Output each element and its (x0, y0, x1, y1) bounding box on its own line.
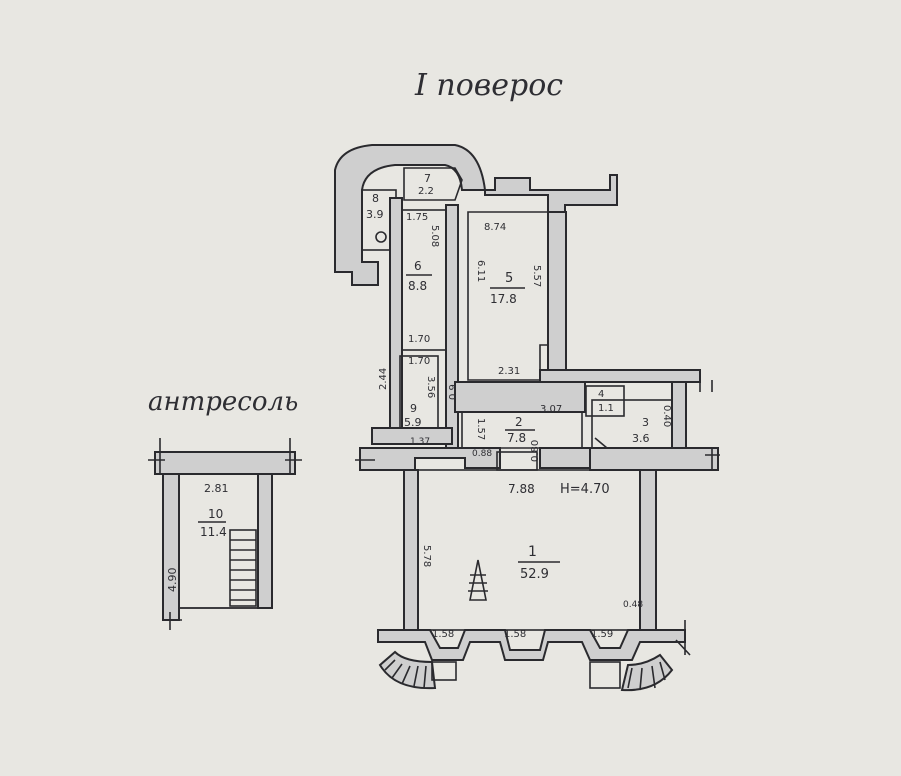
dim-0-80: 0.80 (530, 440, 541, 462)
room-1-top-left-wall (359, 447, 501, 471)
dim-2-44: 2.44 (378, 368, 389, 390)
room-2-top-wall (454, 381, 586, 413)
dim-0-9: 0.9 (448, 384, 459, 400)
dim-6-11: 6.11 (475, 260, 486, 282)
dim-1-57: 1.57 (475, 418, 486, 440)
room-3-number: 3 (642, 416, 649, 429)
room-7-area: 2.2 (418, 186, 434, 197)
mezzanine-stair-steps (230, 539, 256, 601)
right-porch-steps (627, 661, 666, 691)
mezzanine-bottom (168, 607, 258, 630)
room-6-number: 6 (414, 259, 422, 273)
ceiling-height: H=4.70 (560, 482, 610, 497)
dim-1-70-a: 1.70 (408, 334, 430, 345)
left-wall-mark (355, 450, 375, 470)
dim-2-31: 2.31 (498, 366, 520, 377)
dim-1-37: 1.37 (410, 437, 430, 447)
dim-1-59: 1.59 (591, 629, 613, 640)
stair-arrow (469, 559, 487, 601)
room-1-top-mid-wall (539, 447, 591, 469)
dim-1-58-b: 1.58 (504, 629, 526, 640)
toilet-symbol (375, 231, 387, 243)
dim-8-74: 8.74 (484, 222, 506, 233)
mezzanine-right-wall (257, 473, 273, 609)
dim-0-40: 0.40 (661, 405, 672, 427)
mezzanine-title: антресоль (148, 387, 298, 417)
dim-0-48: 0.48 (623, 600, 643, 610)
room-9-number: 9 (410, 402, 417, 415)
mezzanine-plan (148, 438, 302, 630)
room-4-outline (585, 385, 625, 417)
room-4-number: 4 (598, 389, 604, 400)
dimension-labels: 8.74 6.11 5.57 2.31 1.75 5.08 1.70 1.70 … (166, 212, 672, 640)
mezzanine-wall-marks (148, 438, 302, 474)
dim-5-78: 5.78 (421, 545, 432, 567)
room-1-top-right-wall (589, 447, 719, 471)
left-porch-landing (431, 661, 457, 681)
room-3-right-wall (671, 381, 687, 449)
room-4-area: 1.1 (598, 403, 614, 414)
room-3-area: 3.6 (632, 432, 650, 445)
mezzanine-left-wall (162, 473, 180, 621)
room-labels: 1 52.9 2 7.8 3 3.6 4 1.1 5 17.8 6 8.8 7 … (198, 172, 650, 582)
main-floor-plan (334, 144, 720, 692)
dim-5-57: 5.57 (531, 265, 542, 287)
dim-0-88: 0.88 (472, 449, 492, 459)
dim-3-56: 3.56 (425, 376, 436, 398)
right-porch (620, 653, 674, 692)
dim-2-81: 2.81 (204, 482, 229, 495)
room-1-outline (417, 469, 641, 631)
room-2-number: 2 (515, 415, 523, 429)
dim-1-58-a: 1.58 (432, 629, 454, 640)
dim-1-70-b: 1.70 (408, 356, 430, 367)
dim-4-90: 4.90 (166, 568, 179, 593)
room-10-area: 11.4 (200, 525, 227, 539)
right-porch-landing (589, 661, 621, 689)
room-5-area: 17.8 (490, 292, 517, 306)
middle-wall-strip (445, 204, 459, 456)
room-8-number: 8 (372, 192, 379, 205)
dim-1-75: 1.75 (406, 212, 428, 223)
corridor-wall (334, 144, 487, 286)
top-wall (484, 174, 618, 213)
upper-horizontal-wall (539, 369, 701, 383)
room-5-number: 5 (505, 271, 513, 286)
room-1-number: 1 (528, 544, 537, 560)
room-1-left-wall (403, 469, 419, 631)
stair-steps (468, 574, 488, 592)
dim-5-08: 5.08 (429, 225, 440, 247)
dim-3-07: 3.07 (540, 404, 562, 415)
room-7-number: 7 (424, 172, 431, 185)
dim-7-88: 7.88 (508, 482, 535, 496)
room-9-bottom-wall (371, 427, 453, 445)
room-2-area: 7.8 (507, 431, 526, 445)
mezzanine-top-wall (154, 451, 296, 475)
right-wall-mark (675, 620, 691, 656)
room-8-area: 3.9 (366, 208, 384, 221)
room-3-door-swing (594, 437, 608, 449)
room-6-area: 8.8 (408, 279, 427, 293)
left-porch-steps (384, 659, 427, 689)
right-wall-ends (699, 370, 713, 392)
room-5-right-wall (547, 211, 567, 371)
room-9-area: 5.9 (404, 416, 422, 429)
right-mid-wall-mark (705, 448, 720, 470)
room-10-number: 10 (208, 507, 223, 521)
room-7-outline (403, 167, 463, 201)
mezzanine-stair (229, 529, 257, 607)
floor-title: I поверос (414, 68, 563, 103)
room-1-area: 52.9 (520, 567, 549, 582)
